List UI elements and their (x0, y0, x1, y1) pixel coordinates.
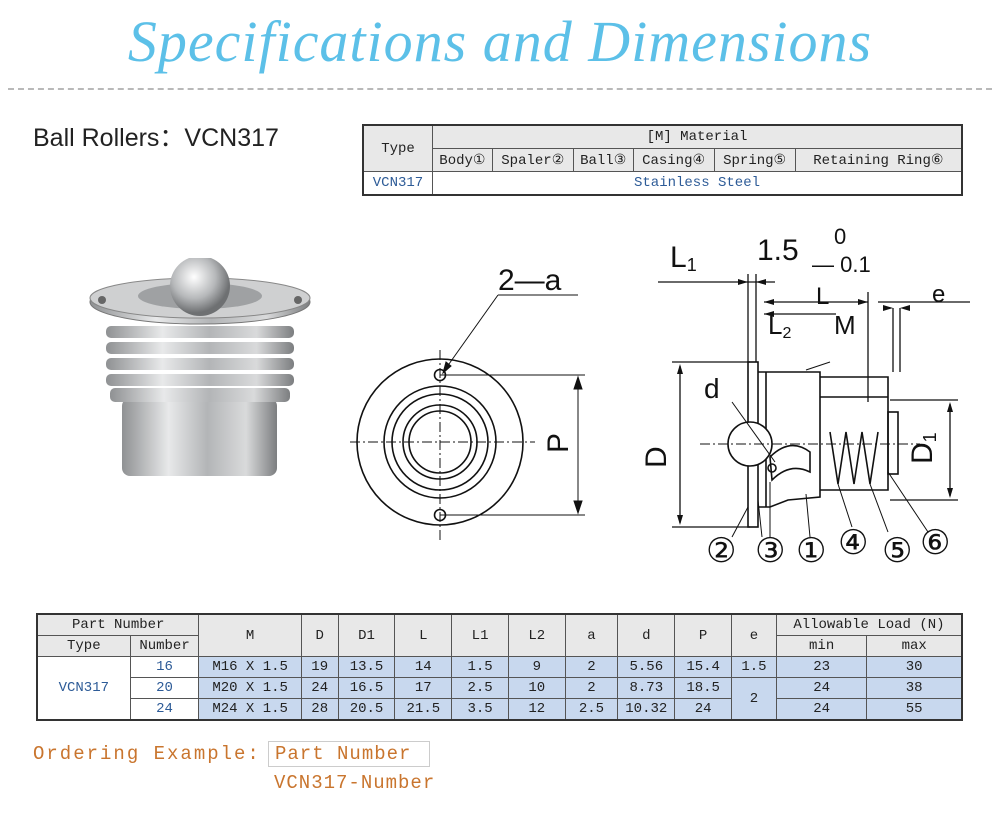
m-label: M (834, 310, 856, 340)
tolerance-value: 1.5 (757, 234, 799, 267)
a-cell: 2 (564, 677, 619, 699)
tolerance-lower: — 0.1 (812, 252, 871, 277)
load-min-header: min (775, 635, 868, 657)
l2-cell: 12 (507, 698, 566, 721)
col-l2-header: L2 (507, 613, 566, 657)
load-max-cell: 38 (866, 677, 963, 699)
l2-label: L2 (768, 310, 791, 342)
m-cell: M24 X 1.5 (198, 698, 302, 721)
callout-4: ④ (838, 524, 868, 562)
d-cell: 24 (300, 677, 339, 699)
l1-cell: 3.5 (451, 698, 509, 721)
a-cell: 2.5 (564, 698, 619, 721)
l2-cell: 10 (507, 677, 566, 699)
number-cell: 24 (129, 698, 200, 721)
d-small-cell: 10.32 (617, 698, 676, 721)
col-d-header: D (300, 613, 339, 657)
d-cell: 19 (300, 656, 339, 678)
side-section-drawing: L1 1.5 0 — 0.1 L e L2 M d D D1 ② ③ ① ④ ⑤… (640, 224, 970, 570)
product-photo (89, 258, 311, 476)
load-min-cell: 24 (775, 698, 868, 721)
col-a-header: a (564, 613, 619, 657)
col-e-header: e (731, 613, 777, 657)
ordering-example-label: Ordering Example: (33, 743, 261, 765)
d1-cell: 20.5 (337, 698, 396, 721)
l1-label: L1 (670, 241, 697, 275)
load-min-cell: 24 (775, 677, 868, 699)
part-spaler-header: Spaler② (491, 148, 574, 172)
l-cell: 14 (394, 656, 453, 678)
d-cell: 28 (300, 698, 339, 721)
m-cell: M20 X 1.5 (198, 677, 302, 699)
d-small-label: d (704, 373, 720, 404)
ordering-part-number-box: Part Number (268, 741, 430, 767)
product-label: Ball Rollers：VCN317 (33, 124, 279, 152)
tolerance-upper: 0 (834, 224, 846, 249)
material-type-header: Type (362, 124, 433, 172)
col-d1-header: D1 (337, 613, 396, 657)
part-spring-header: Spring⑤ (713, 148, 796, 172)
part-number-header: Part Number (36, 613, 200, 636)
col-l1-header: L1 (451, 613, 509, 657)
d1-cell: 13.5 (337, 656, 396, 678)
callout-5: ⑤ (882, 532, 912, 570)
type-header: Type (36, 635, 131, 657)
l-cell: 17 (394, 677, 453, 699)
col-p-header: P (674, 613, 733, 657)
number-cell: 20 (129, 677, 200, 699)
pitch-p-label: P (542, 433, 575, 453)
allowable-load-header: Allowable Load (N) (775, 613, 963, 636)
callout-6: ⑥ (920, 524, 950, 562)
part-body-header: Body① (432, 148, 493, 172)
e-cell: 2 (731, 677, 777, 721)
callout-3: ③ (755, 532, 785, 570)
d1-label: D1 (906, 432, 940, 464)
material-type-value: VCN317 (362, 171, 433, 196)
d-small-cell: 5.56 (617, 656, 676, 678)
load-min-cell: 23 (775, 656, 868, 678)
l2-cell: 9 (507, 656, 566, 678)
table-row: 24 M24 X 1.5 28 20.5 21.5 3.5 12 2.5 10.… (37, 698, 963, 721)
part-casing-header: Casing④ (632, 148, 715, 172)
p-cell: 18.5 (674, 677, 733, 699)
part-retaining-ring-header: Retaining Ring⑥ (794, 148, 963, 172)
material-table: Type [M] Material Body① Spaler② Ball③ Ca… (362, 124, 963, 196)
p-cell: 24 (674, 698, 733, 721)
load-max-cell: 30 (866, 656, 963, 678)
l-cell: 21.5 (394, 698, 453, 721)
col-m-header: M (198, 613, 302, 657)
p-cell: 15.4 (674, 656, 733, 678)
a-cell: 2 (564, 656, 619, 678)
part-ball-header: Ball③ (572, 148, 634, 172)
table-row: VCN317 16 M16 X 1.5 19 13.5 14 1.5 9 2 5… (36, 656, 963, 721)
d1-cell: 16.5 (337, 677, 396, 699)
d-small-cell: 8.73 (617, 677, 676, 699)
hole-spec-label: 2—a (498, 264, 562, 297)
load-max-cell: 55 (866, 698, 963, 721)
e-cell: 1.5 (731, 656, 777, 678)
l1-cell: 2.5 (451, 677, 509, 699)
ordering-code: VCN317-Number (274, 772, 436, 794)
m-cell: M16 X 1.5 (198, 656, 302, 678)
d-large-label: D (640, 446, 673, 468)
table-row: 20 M20 X 1.5 24 16.5 17 2.5 10 2 8.73 18… (37, 677, 963, 721)
load-max-header: max (866, 635, 963, 657)
e-label: e (932, 281, 945, 308)
spec-table: Part Number M D D1 L L1 L2 a d P e Allow… (36, 613, 963, 721)
l1-cell: 1.5 (451, 656, 509, 678)
col-d-small-header: d (617, 613, 676, 657)
material-value: Stainless Steel (432, 171, 963, 196)
col-l-header: L (394, 613, 453, 657)
number-header: Number (129, 635, 200, 657)
type-value: VCN317 (36, 656, 131, 721)
title-divider (8, 88, 992, 90)
page-title: Specifications and Dimensions (127, 9, 873, 74)
l-label: L (816, 283, 829, 310)
callout-2: ② (706, 532, 736, 570)
number-cell: 16 (129, 656, 200, 678)
callout-1: ① (796, 532, 826, 570)
front-view-drawing: 2—a P (350, 264, 585, 540)
material-header: [M] Material (432, 124, 963, 149)
